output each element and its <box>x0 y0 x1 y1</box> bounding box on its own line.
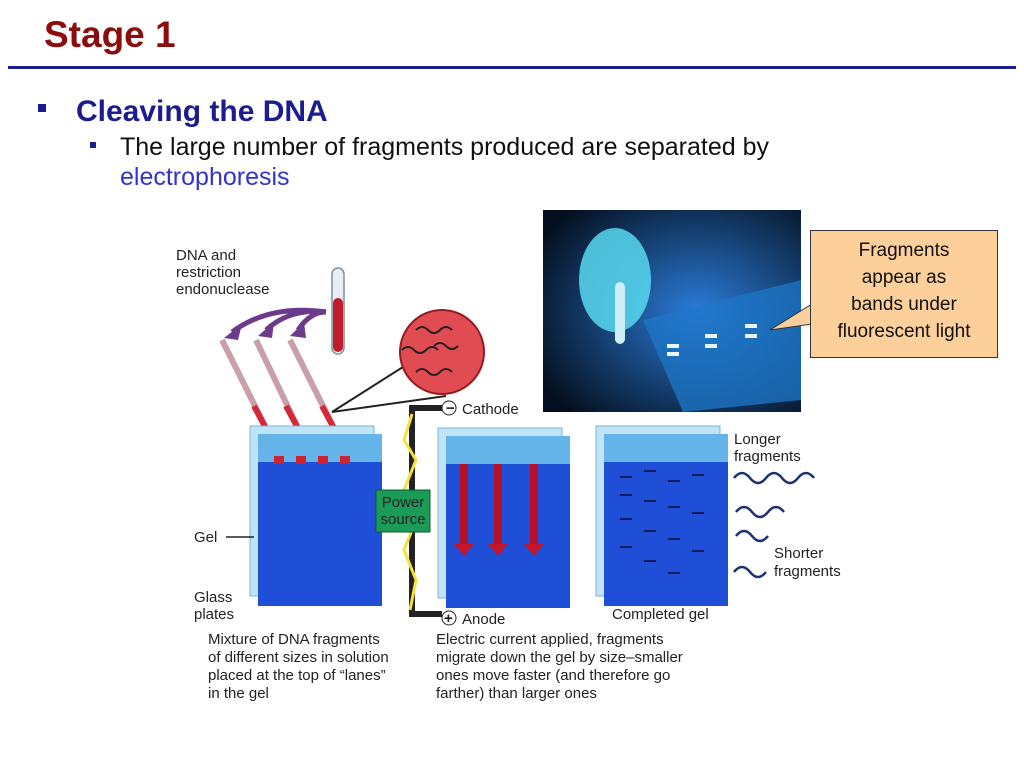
caption-left-1: Mixture of DNA fragments <box>208 631 380 648</box>
label-plates: plates <box>194 606 234 623</box>
label-source: source <box>380 511 425 528</box>
pipettes <box>222 340 336 432</box>
callout-box: Fragments appear as bands under fluoresc… <box>810 230 998 358</box>
power-source: Power source <box>376 490 430 532</box>
gel-completed <box>596 426 728 606</box>
label-power: Power <box>382 494 425 511</box>
slide-title: Stage 1 <box>44 14 176 56</box>
bullet-main: Cleaving the DNA <box>76 95 328 129</box>
caption-left-3: placed at the top of “lanes” <box>208 667 386 684</box>
caption-left-2: of different sizes in solution <box>208 649 389 666</box>
callout-line-4: fluorescent light <box>811 318 997 345</box>
label-gel: Gel <box>194 529 217 546</box>
sub-bullet: The large number of fragments produced a… <box>120 132 880 192</box>
label-glass: Glass <box>194 589 232 606</box>
test-tube-icon <box>332 268 344 354</box>
fluorescent-gel-photo <box>543 210 801 412</box>
gel-running <box>438 428 570 608</box>
transfer-arrows <box>232 310 326 332</box>
arrow-heads <box>224 322 306 340</box>
caption-left-4: in the gel <box>208 685 269 702</box>
caption-mid-2: migrate down the gel by size–smaller <box>436 649 683 666</box>
label-longer: Longer <box>734 431 781 448</box>
title-rule <box>8 66 1016 69</box>
label-cathode: Cathode <box>462 401 519 418</box>
label-shorter: Shorter <box>774 545 823 562</box>
label-dna: DNA and <box>176 247 236 264</box>
label-longer-fragments: fragments <box>734 448 801 465</box>
svg-text:+: + <box>444 610 453 627</box>
label-shorter-fragments: fragments <box>774 563 841 580</box>
caption-mid-3: ones move faster (and therefore go <box>436 667 670 684</box>
sub-bullet-marker <box>90 142 96 148</box>
label-completed-gel: Completed gel <box>612 606 709 623</box>
callout-line-2: appear as <box>811 264 997 291</box>
gel-loading <box>250 426 382 606</box>
label-restriction: restriction <box>176 264 241 281</box>
dna-magnifier-icon <box>400 310 484 394</box>
svg-text:−: − <box>446 400 455 417</box>
caption-mid-4: farther) than larger ones <box>436 685 597 702</box>
sub-bullet-highlight: electrophoresis <box>120 163 290 191</box>
caption-mid-1: Electric current applied, fragments <box>436 631 664 648</box>
bullet-marker <box>38 104 46 112</box>
label-endonuclease: endonuclease <box>176 281 269 298</box>
callout-line-1: Fragments <box>811 237 997 264</box>
callout-line-3: bands under <box>811 291 997 318</box>
label-anode: Anode <box>462 611 505 628</box>
sub-bullet-text: The large number of fragments produced a… <box>120 133 769 161</box>
